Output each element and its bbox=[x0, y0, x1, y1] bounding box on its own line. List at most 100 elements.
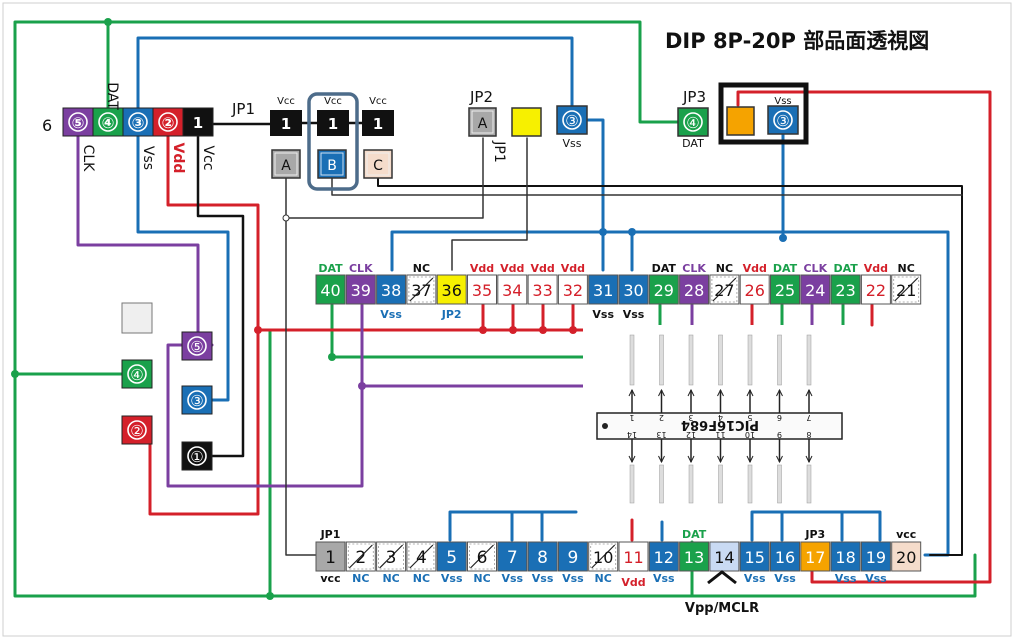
top-row-pin-above-label: NC bbox=[716, 262, 733, 275]
bottom-row-pin-below-label: NC bbox=[352, 572, 369, 585]
bottom-row-pin-number: 11 bbox=[623, 548, 643, 567]
bottom-row-pin-number: 5 bbox=[446, 548, 457, 568]
svg-text:④: ④ bbox=[130, 366, 143, 384]
vdd-wire-26 bbox=[750, 303, 874, 327]
clk-wire-28 bbox=[690, 303, 814, 327]
chip-top-pin-label: 2 bbox=[659, 413, 664, 422]
junction-dot bbox=[509, 326, 517, 334]
jp2-yellow-pad bbox=[511, 107, 542, 137]
top-row-pin-above-label: Vdd bbox=[470, 262, 494, 275]
junction-dot bbox=[282, 214, 290, 222]
bottom-row-pin-below-label: Vss bbox=[532, 572, 554, 585]
left-pad-4: ④ bbox=[121, 359, 153, 389]
bottom-row-pin-below-label: Vss bbox=[744, 572, 766, 585]
chip-bottom-pin-label: 8 bbox=[806, 430, 811, 439]
left-pad-2: ② bbox=[121, 415, 153, 445]
svg-text:②: ② bbox=[130, 422, 143, 440]
jp-wire-2 bbox=[285, 137, 484, 219]
svg-text:Vcc: Vcc bbox=[369, 96, 387, 107]
bottom-row-pin-above-label: JP1 bbox=[320, 528, 341, 541]
vss-wire-top bbox=[136, 36, 574, 112]
bottom-row-pin-6: 6NC bbox=[467, 541, 497, 585]
junction-dot bbox=[254, 326, 262, 334]
bottom-row-pin-below-label: NC bbox=[382, 572, 399, 585]
chip-top-pin-label: 7 bbox=[806, 413, 811, 422]
top-row-pin-number: 26 bbox=[745, 281, 765, 300]
top-row-pin-26: 26 Vdd bbox=[739, 262, 770, 305]
bottom-row-pin-number: 10 bbox=[593, 548, 613, 567]
top-row-pin-number: 28 bbox=[684, 281, 704, 300]
jp3-vss-pin: ③ bbox=[767, 105, 799, 135]
chip-top-pin-label: 4 bbox=[718, 413, 723, 422]
dat-wire bbox=[106, 20, 685, 124]
junction-dot bbox=[266, 592, 274, 600]
connector-pin-label: 1 bbox=[193, 114, 203, 132]
clk-wire-39 bbox=[166, 303, 364, 488]
connector-pin-label: ② bbox=[162, 114, 175, 132]
top-row-pin-above-label: Vdd bbox=[500, 262, 524, 275]
bottom-row-pin-number: 13 bbox=[684, 548, 704, 567]
bottom-row-pin-14: 14 bbox=[709, 541, 740, 572]
bottom-row-pin-number: 16 bbox=[775, 548, 795, 567]
vss-wire-bot3 bbox=[750, 510, 882, 542]
jp2-yellow-wire bbox=[451, 137, 528, 271]
connector-pin-label: ⑤ bbox=[72, 114, 85, 132]
connector-pin-3: ③ bbox=[122, 107, 154, 137]
top-row-pin-number: 27 bbox=[714, 281, 734, 300]
top-row-pin-number: 38 bbox=[381, 281, 401, 300]
jp3-dat-name: DAT bbox=[682, 137, 704, 150]
svg-text:Vcc: Vcc bbox=[324, 96, 342, 107]
jp3-orange-pad bbox=[726, 106, 755, 136]
top-row-pin-number: 32 bbox=[563, 281, 583, 300]
junction-dot bbox=[599, 228, 607, 236]
top-row-pin-above-label: DAT bbox=[833, 262, 858, 275]
vss-wire-bot2 bbox=[510, 510, 544, 542]
junction-dot bbox=[539, 326, 547, 334]
top-row-pin-above-label: Vdd bbox=[743, 262, 767, 275]
svg-text:③: ③ bbox=[190, 392, 203, 410]
vcc-wire-jp1 bbox=[196, 134, 245, 458]
chip-name: PIC16F684 bbox=[681, 417, 759, 432]
blank-pad bbox=[121, 302, 153, 334]
chip-bottom-pin-label: 12 bbox=[686, 430, 696, 439]
chip-body bbox=[596, 412, 843, 440]
vcc-wire-c bbox=[377, 177, 963, 556]
left-pad-5: ⑤ bbox=[181, 331, 213, 361]
bottom-row-pin-number: 2 bbox=[355, 548, 366, 568]
bottom-row-pin-below-label: NC bbox=[473, 572, 490, 585]
top-row-pin-above-label: CLK bbox=[803, 262, 827, 275]
jp1-option-b: B bbox=[317, 149, 347, 179]
top-row-pin-below-label: JP2 bbox=[441, 308, 462, 321]
jp-wire-b bbox=[331, 177, 963, 196]
bottom-row-pin-number: 20 bbox=[896, 548, 916, 567]
vss-wire-pad bbox=[586, 118, 605, 272]
chip-bottom-pin-label: 11 bbox=[715, 430, 725, 439]
top-row-pin-number: 39 bbox=[351, 281, 371, 300]
top-row-pin-number: 33 bbox=[532, 281, 552, 300]
connector-pin-4: ④ bbox=[92, 107, 124, 137]
top-row-pin-number: 22 bbox=[866, 281, 886, 300]
bottom-row-pin-number: 7 bbox=[507, 548, 518, 568]
top-row-pin-below-label: Vss bbox=[592, 308, 614, 321]
bottom-row-pin-below-label: Vss bbox=[653, 572, 675, 585]
